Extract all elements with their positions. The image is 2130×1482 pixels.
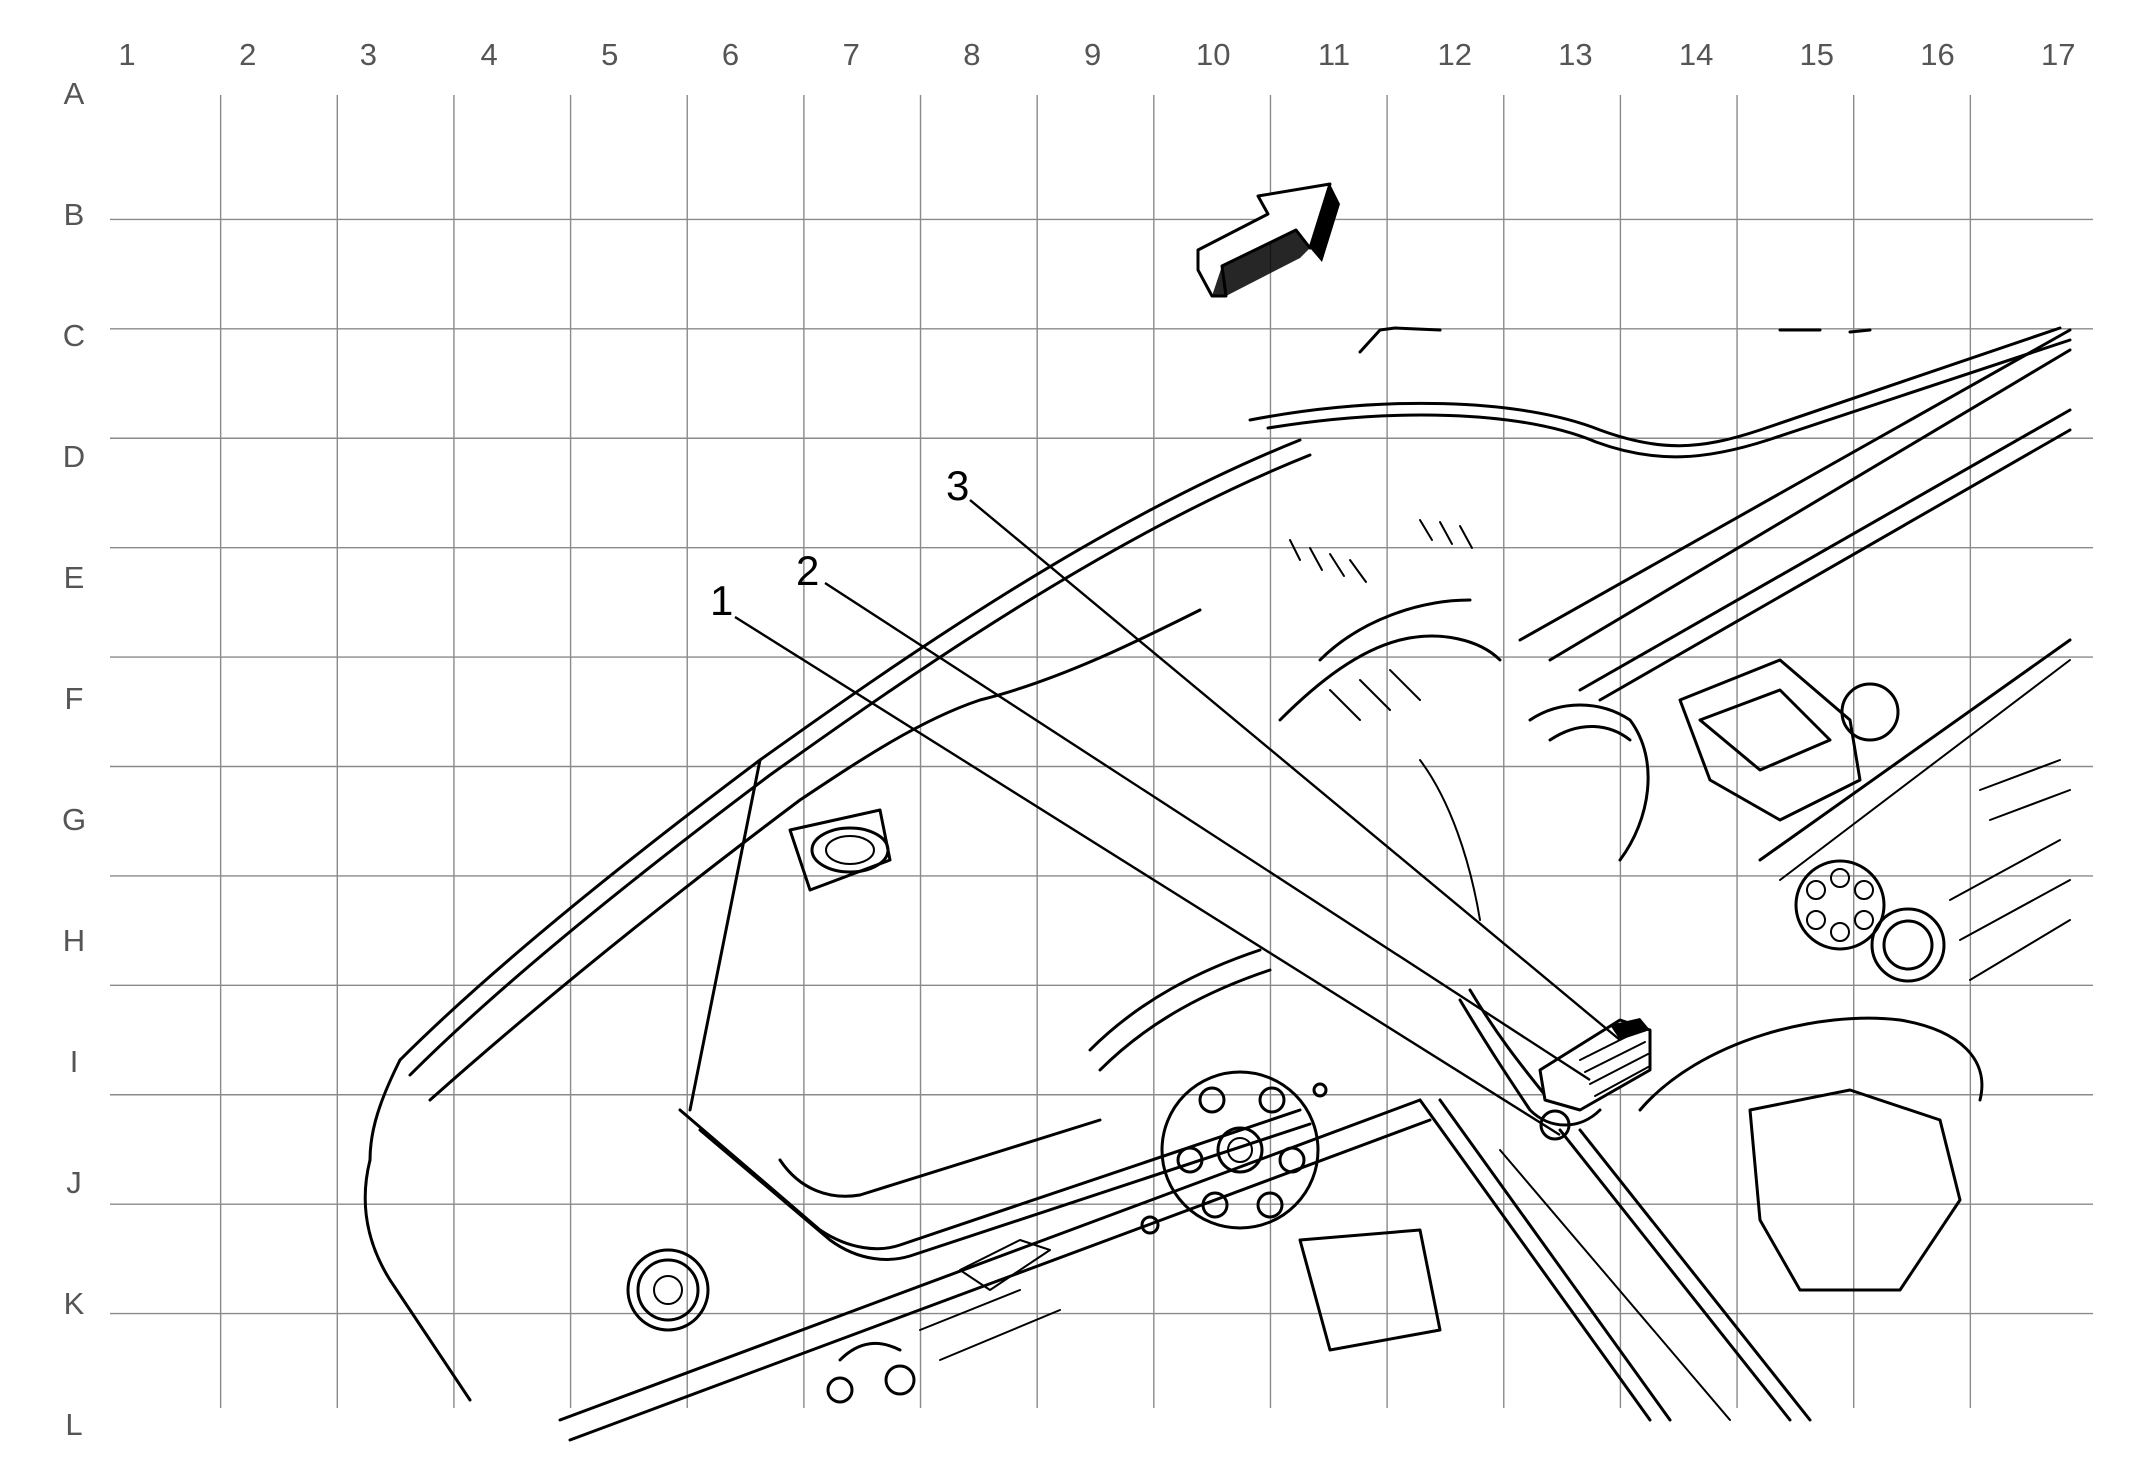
grid-column-label: 9 xyxy=(1084,37,1101,72)
callout-2-leader xyxy=(824,581,1591,1082)
grid-column-label: 8 xyxy=(963,37,980,72)
grid-row-label: J xyxy=(66,1165,82,1200)
grid-row-label: A xyxy=(64,76,85,111)
grid-column-label: 14 xyxy=(1679,37,1713,72)
grid-row-label: D xyxy=(63,439,85,474)
grid-column-label: 12 xyxy=(1437,37,1471,72)
grid-column-label: 1 xyxy=(118,37,135,72)
grid-column-label: 17 xyxy=(2041,37,2075,72)
callout-3-label: 3 xyxy=(946,462,969,509)
grid-column-label: 10 xyxy=(1196,37,1230,72)
vehicle-underbody-illustration xyxy=(363,182,2072,1442)
grid-column-label: 13 xyxy=(1558,37,1592,72)
grid-column-label: 15 xyxy=(1800,37,1834,72)
callout-3-leader xyxy=(969,499,1621,1041)
grid-column-label: 6 xyxy=(722,37,739,72)
grid-column-label: 3 xyxy=(360,37,377,72)
callout-1-label: 1 xyxy=(710,577,733,624)
grid-row-label: F xyxy=(65,681,84,716)
callout-2-label: 2 xyxy=(796,547,819,594)
grid-row-label: I xyxy=(70,1044,79,1079)
electrical-connector xyxy=(1538,1018,1652,1141)
forward-arrow-icon xyxy=(1196,182,1340,298)
grid-row-label: E xyxy=(64,560,85,595)
grid-row-label: C xyxy=(63,318,85,353)
grid-column-label: 11 xyxy=(1318,37,1350,72)
grid-column-label: 16 xyxy=(1920,37,1954,72)
grid-row-label: G xyxy=(62,802,86,837)
grid-row-label: L xyxy=(65,1407,82,1442)
callout-group: 1 2 3 xyxy=(710,462,1621,1137)
grid-row-label: H xyxy=(63,923,85,958)
wheel-hub xyxy=(1160,1070,1320,1230)
grid-column-label: 7 xyxy=(843,37,860,72)
grid-column-label: 2 xyxy=(239,37,256,72)
grid-row-label: B xyxy=(64,197,85,232)
grid-column-label: 4 xyxy=(480,37,497,72)
grid-row-label: K xyxy=(64,1286,85,1321)
callout-1-leader xyxy=(734,615,1561,1137)
grid-column-label: 5 xyxy=(601,37,618,72)
